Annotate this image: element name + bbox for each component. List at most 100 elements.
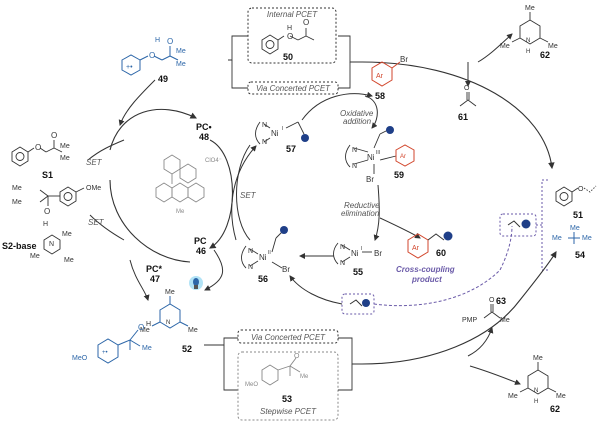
- atom-o-63: O: [489, 297, 495, 304]
- ar-59: Ar: [400, 154, 406, 160]
- atom-n-s2: N: [49, 241, 54, 248]
- label-s2: S2-base: [2, 241, 37, 251]
- me-s2-a: Me: [12, 185, 22, 192]
- n-56-b: N: [248, 264, 253, 271]
- me-53: Me: [300, 374, 309, 380]
- acridinium-catalyst-structure: [155, 154, 205, 203]
- br-55: Br: [374, 249, 382, 258]
- ni-59-ox: III: [376, 150, 380, 156]
- label-62-bottom: 62: [550, 404, 560, 414]
- stepwise-pcet-label: Stepwise PCET: [260, 407, 317, 416]
- label-s1: S1: [42, 170, 53, 180]
- radical-cation-mark: +•: [126, 64, 133, 71]
- ni-55: Ni: [351, 249, 359, 258]
- label-49: 49: [158, 74, 168, 84]
- via-concerted-bottom-label: Via Concerted PCET: [251, 333, 326, 342]
- cross-coupling-label-1: Cross-coupling: [396, 265, 455, 274]
- ome-s2: OMe: [86, 185, 101, 192]
- meo-53: MeO: [245, 382, 258, 388]
- ni-56-blue-dot: [280, 226, 288, 234]
- ni-59: Ni: [367, 153, 375, 162]
- atom-o-s1: O: [35, 143, 41, 152]
- atom-h-49: H: [155, 37, 160, 44]
- ni-56-ox: II: [268, 250, 271, 256]
- compound-53-structure: [261, 357, 301, 386]
- label-52: 52: [182, 344, 192, 354]
- me-62t-b: Me: [548, 43, 558, 50]
- ni-56: Ni: [259, 253, 267, 262]
- atom-o-49: O: [149, 51, 155, 60]
- compound-62-top-structure: [511, 12, 549, 45]
- atom-o-s2: O: [44, 207, 50, 216]
- me-62b-a: Me: [533, 355, 543, 362]
- compound-63-structure: [483, 304, 501, 319]
- me-52-b: Me: [188, 327, 198, 334]
- label-50: 50: [283, 52, 293, 62]
- oxidative-label-1: Oxidative: [340, 109, 374, 118]
- label-53: 53: [282, 394, 292, 404]
- me-62b-c: Me: [508, 393, 518, 400]
- n-59-b: N: [352, 163, 357, 170]
- atom-o-52: O: [138, 323, 144, 332]
- me-49-b: Me: [176, 61, 186, 68]
- via-concerted-top-label: Via Concerted PCET: [256, 84, 331, 93]
- me-s1-a: Me: [60, 143, 70, 150]
- me-52-a: Me: [165, 289, 175, 296]
- ni-59-structure: [345, 129, 397, 174]
- ar-58: Ar: [376, 73, 384, 80]
- set-label-2: SET: [240, 191, 257, 200]
- h-62t: H: [526, 49, 530, 55]
- oxidative-label-2: addition: [343, 117, 372, 126]
- cross-coupling-label-2: product: [411, 275, 442, 284]
- atom-o-53: O: [294, 353, 300, 360]
- me-62t-c: Me: [500, 43, 510, 50]
- atom-o-51: O: [578, 186, 584, 193]
- label-51: 51: [573, 210, 583, 220]
- compound-62-bottom-structure: [519, 362, 557, 395]
- pc-radical-label: PC•: [196, 122, 212, 132]
- n-57-b: N: [262, 139, 267, 146]
- compound-52-structure: [151, 296, 189, 329]
- ni-55-ox: I: [361, 246, 362, 252]
- ni-57-blue-dot: [301, 134, 309, 142]
- ni-57: Ni: [271, 129, 279, 138]
- compound-s2-structure: [39, 186, 85, 255]
- label-56: 56: [258, 274, 268, 284]
- n-57-a: N: [262, 122, 267, 129]
- set-label-3: SET: [88, 218, 105, 227]
- label-48: 48: [199, 132, 209, 142]
- atom-h-s2: H: [43, 221, 48, 228]
- me-62b-b: Me: [556, 393, 566, 400]
- n-62t: N: [526, 38, 530, 44]
- ar-60: Ar: [412, 245, 420, 252]
- me-s2-e: Me: [64, 257, 74, 264]
- compound-49-structure: [121, 46, 179, 76]
- me-s2-c: Me: [62, 231, 72, 238]
- label-61: 61: [458, 112, 468, 122]
- me-49-a: Me: [176, 48, 186, 55]
- atom-o2-s1: O: [51, 131, 57, 140]
- compound-50-structure: [261, 28, 315, 55]
- compound-58-structure: [371, 61, 401, 87]
- label-59: 59: [394, 170, 404, 180]
- label-60: 60: [436, 248, 446, 258]
- ni-59-blue-dot: [386, 126, 394, 134]
- br-56: Br: [282, 265, 290, 274]
- reductive-label-1: Reductive: [344, 201, 380, 210]
- br-59: Br: [366, 175, 374, 184]
- pmp-63: PMP: [462, 317, 478, 324]
- set-label-1: SET: [86, 158, 103, 167]
- me-52-d: Me: [142, 345, 152, 352]
- compound-52-arene: [97, 329, 141, 364]
- label-58: 58: [375, 91, 385, 101]
- label-46: 46: [196, 246, 206, 256]
- via-concerted-top-box: [247, 81, 339, 95]
- me-62t-a: Me: [525, 5, 535, 12]
- acr-me-label: Me: [176, 209, 185, 215]
- atom-o: O: [287, 32, 293, 41]
- me-54-b: Me: [582, 235, 592, 242]
- h-62b: H: [534, 399, 538, 405]
- pc-label: PC: [194, 236, 207, 246]
